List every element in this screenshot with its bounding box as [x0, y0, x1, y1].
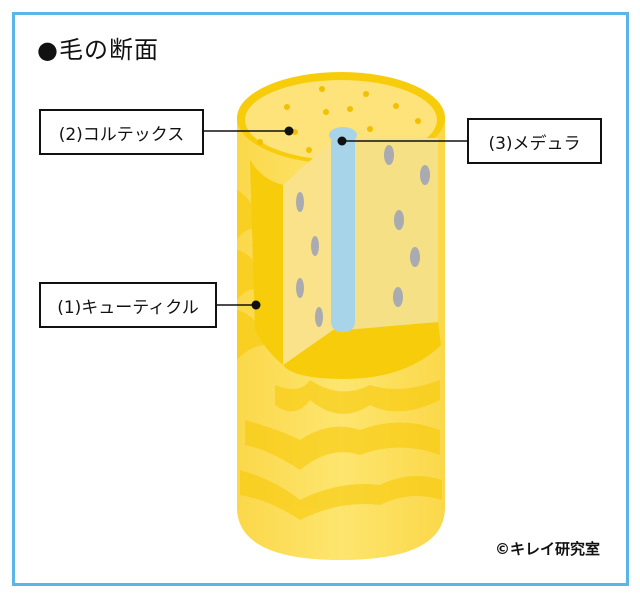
cuticle-label: (1)キューティクル	[39, 282, 217, 328]
cut-floor	[283, 322, 441, 380]
diagram-frame	[12, 12, 629, 586]
medulla-core	[331, 132, 355, 332]
cortex-label: (2)コルテックス	[39, 109, 204, 155]
page-title: ●毛の断面	[37, 36, 159, 64]
cortex-pointer-dot	[284, 126, 294, 136]
leader-lines	[203, 130, 467, 306]
cuticle-pointer-dot	[251, 300, 261, 310]
cortex-dots	[257, 86, 421, 153]
medulla-label: (3)メデュラ	[467, 118, 602, 164]
cortex-cell-spots	[296, 145, 430, 327]
cortex-right-face	[345, 138, 438, 330]
medulla-pointer-dot	[337, 136, 347, 146]
copyright: ©キレイ研究室	[495, 540, 601, 558]
